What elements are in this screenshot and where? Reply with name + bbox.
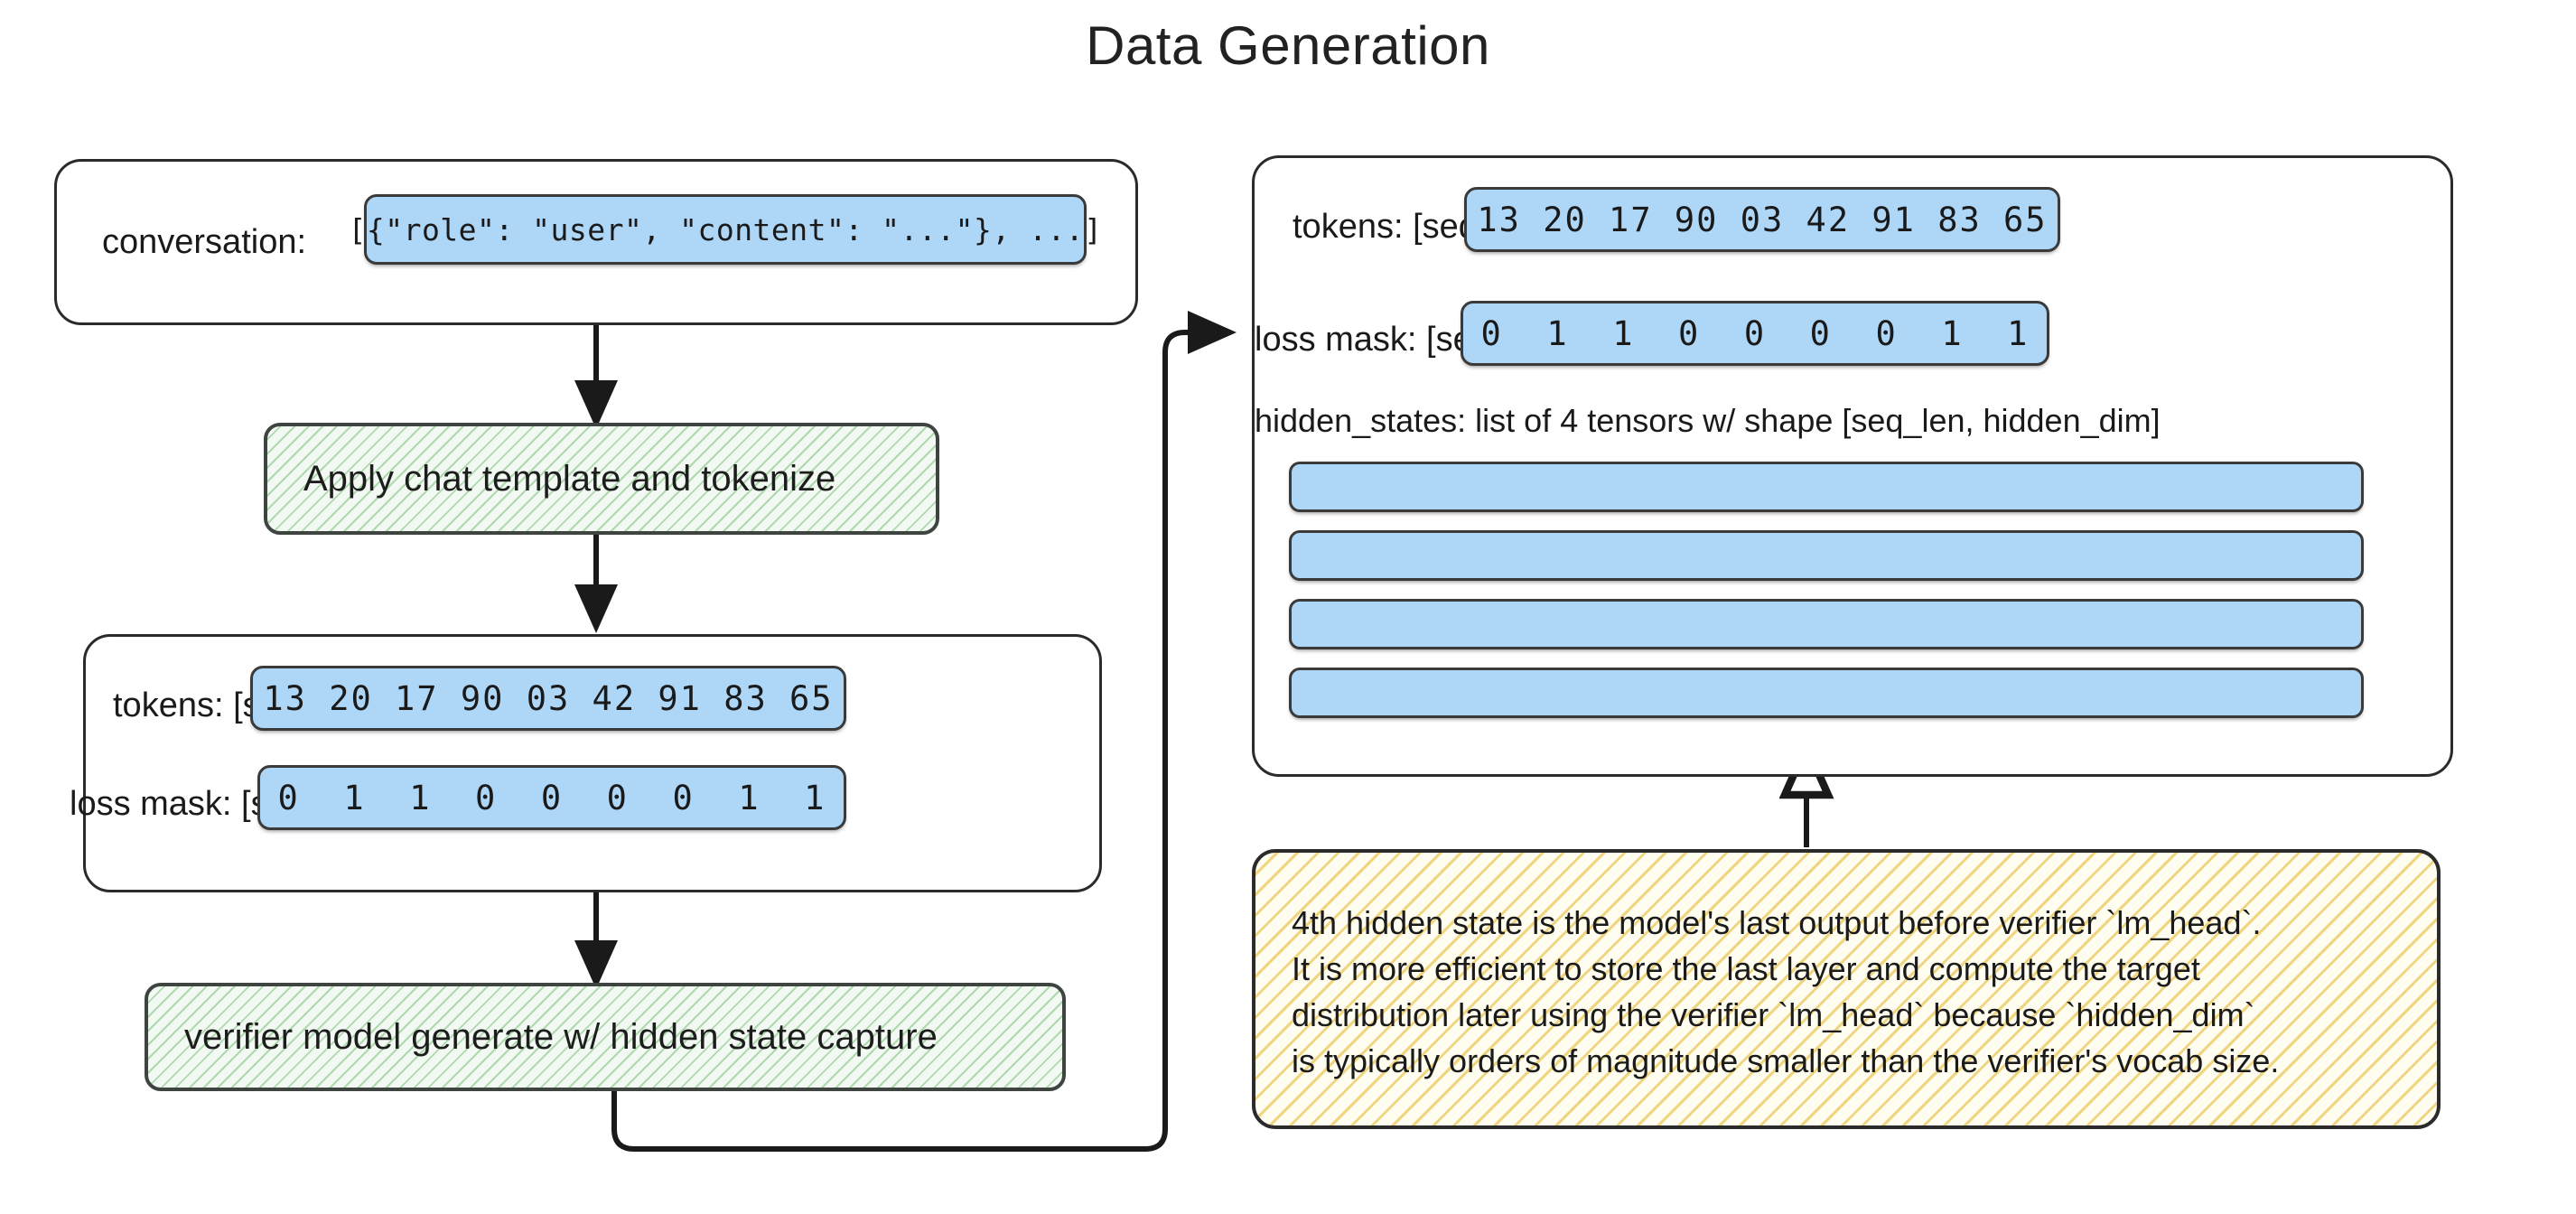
conversation-value-chip: [{"role": "user", "content": "..."}, ...… (348, 194, 1102, 265)
hidden-state-note: 4th hidden state is the model's last out… (1252, 849, 2441, 1129)
apply-chat-template-process[interactable]: Apply chat template and tokenize (264, 423, 939, 535)
note-line-4: is typically orders of magnitude smaller… (1292, 1042, 2280, 1080)
hidden-states-label: hidden_states: list of 4 tensors w/ shap… (1255, 402, 2161, 439)
output-tokens-value-chip: 13 20 17 90 03 42 91 83 65 (1464, 187, 2060, 252)
verifier-generate-label: verifier model generate w/ hidden state … (184, 1016, 938, 1057)
conversation-label: conversation: (102, 223, 307, 261)
apply-chat-template-label: Apply chat template and tokenize (303, 458, 836, 499)
output-loss-mask-value-chip: 0 1 1 0 0 0 0 1 1 (1461, 301, 2049, 366)
page-title: Data Generation (1086, 15, 1490, 76)
loss-mask-value-chip: 0 1 1 0 0 0 0 1 1 (257, 765, 846, 830)
conversation-panel: conversation: [{"role": "user", "content… (54, 159, 1138, 325)
verifier-generate-process[interactable]: verifier model generate w/ hidden state … (145, 983, 1066, 1091)
tokens-panel: tokens: [seq_len] 13 20 17 90 03 42 91 8… (70, 634, 1102, 892)
note-line-3: distribution later using the verifier `l… (1292, 996, 2255, 1034)
note-line-1: 4th hidden state is the model's last out… (1292, 904, 2262, 941)
output-panel: tokens: [seq_len] 13 20 17 90 03 42 91 8… (1252, 155, 2453, 777)
hidden-state-tensor-4 (1289, 668, 2364, 718)
tokens-value-chip: 13 20 17 90 03 42 91 83 65 (250, 666, 846, 731)
hidden-state-tensor-2 (1289, 530, 2364, 581)
hidden-state-tensor-3 (1289, 599, 2364, 649)
hidden-state-tensor-1 (1289, 462, 2364, 512)
note-line-2: It is more efficient to store the last l… (1292, 950, 2200, 988)
